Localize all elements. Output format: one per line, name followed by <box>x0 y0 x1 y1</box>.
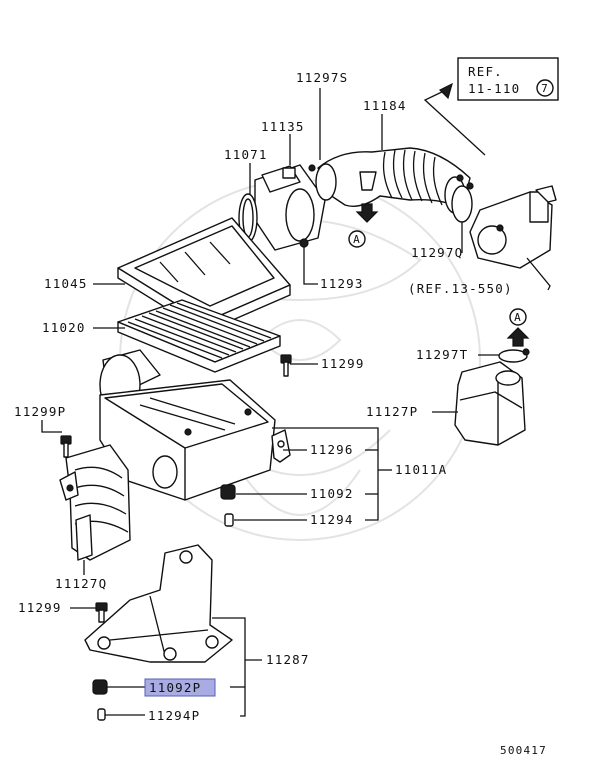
bolt-11299-top <box>280 354 292 377</box>
marker-a-left: A <box>353 233 361 246</box>
label-11293[interactable]: 11293 <box>320 276 364 291</box>
collar-11294P <box>97 708 106 721</box>
bolt-11299P <box>60 435 72 458</box>
label-11092P[interactable]: 11092P <box>149 680 201 695</box>
intake-hose-11184 <box>317 147 474 214</box>
air-filter-element-11020 <box>117 299 281 373</box>
label-11294P[interactable]: 11294P <box>148 708 200 723</box>
filter-pleats <box>127 302 272 359</box>
label-11297Q[interactable]: 11297Q <box>411 245 463 260</box>
label-11299-bottom[interactable]: 11299 <box>18 600 62 615</box>
flow-arrow-right: A <box>506 308 530 347</box>
ref-box-line1: REF. <box>468 64 503 79</box>
label-11071[interactable]: 11071 <box>224 147 268 162</box>
clamp-11297S <box>308 163 337 201</box>
bolt-11293 <box>299 238 309 248</box>
label-11092[interactable]: 11092 <box>310 486 354 501</box>
bolt-11299-bottom <box>95 602 108 623</box>
clamp-11297Q <box>451 185 473 223</box>
label-11296[interactable]: 11296 <box>310 442 354 457</box>
air-cleaner-case-11011A <box>99 349 276 501</box>
ref-box-line2: 11-110 <box>468 81 520 96</box>
clamp-11297T <box>498 348 530 363</box>
resonator-11127P <box>454 361 526 446</box>
ref-box-circle: 7 <box>541 82 549 95</box>
grommet-11092 <box>220 484 236 500</box>
flow-arrow-left: A <box>348 203 379 248</box>
leader-lines <box>41 88 551 717</box>
label-11045[interactable]: 11045 <box>44 276 88 291</box>
bracket-11296 <box>271 429 291 463</box>
marker-a-right: A <box>514 311 522 324</box>
highlight-11092P <box>144 678 216 697</box>
collar-11294 <box>224 513 234 527</box>
label-11297S[interactable]: 11297S <box>296 70 348 85</box>
label-11294[interactable]: 11294 <box>310 512 354 527</box>
label-11135[interactable]: 11135 <box>261 119 305 134</box>
label-11011A[interactable]: 11011A <box>395 462 447 477</box>
air-cleaner-cover-11045 <box>117 217 291 333</box>
label-ref-13-550[interactable]: (REF.13-550) <box>408 281 513 296</box>
label-11297T[interactable]: 11297T <box>416 347 468 362</box>
resonator-11127Q <box>59 444 131 561</box>
air-flow-sensor-11135 <box>254 164 326 251</box>
part-labels: 11297S 11184 11135 11071 11045 11293 112… <box>14 70 547 757</box>
label-11127P[interactable]: 11127P <box>366 404 418 419</box>
grommet-11092P <box>92 679 108 695</box>
figure-id: 500417 <box>500 744 547 757</box>
label-11287[interactable]: 11287 <box>266 652 310 667</box>
reference-box-11-110: REF. 11-110 7 <box>423 57 559 156</box>
bracket-11287 <box>84 544 233 663</box>
throttle-body-ref <box>469 185 557 269</box>
label-11020[interactable]: 11020 <box>42 320 86 335</box>
label-11299P[interactable]: 11299P <box>14 404 66 419</box>
label-11127Q[interactable]: 11127Q <box>55 576 107 591</box>
label-11184[interactable]: 11184 <box>363 98 407 113</box>
label-11299-top[interactable]: 11299 <box>321 356 365 371</box>
